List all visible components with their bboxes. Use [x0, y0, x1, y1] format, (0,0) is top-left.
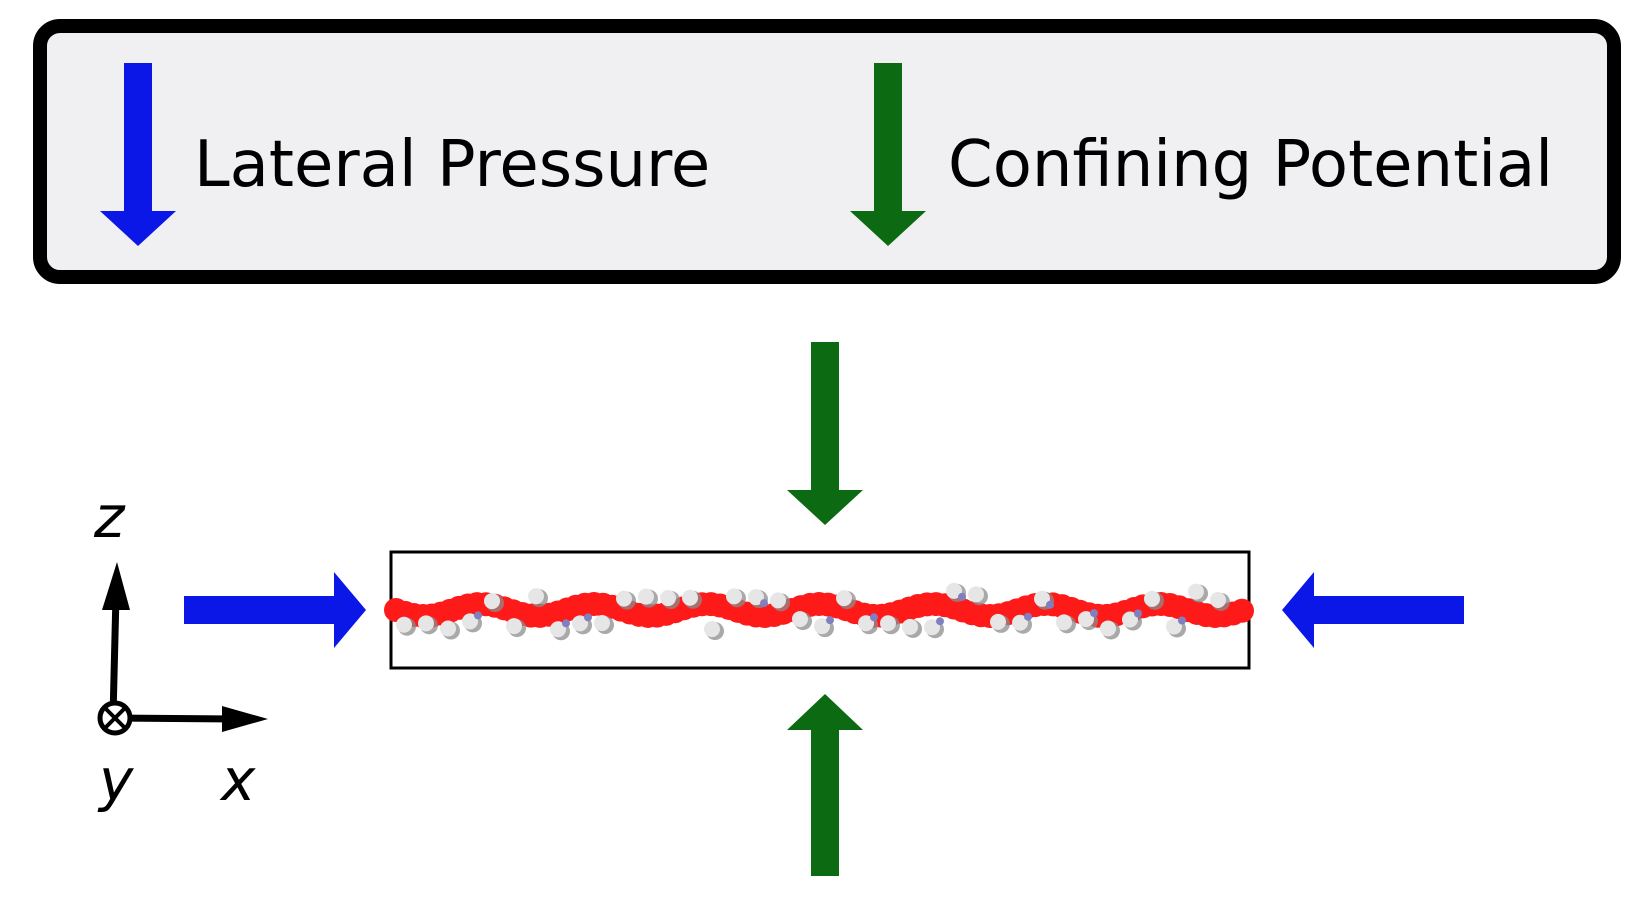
nitrogen-atom [1178, 616, 1186, 625]
side-atom [616, 590, 632, 607]
side-atom [726, 588, 742, 605]
nitrogen-atom [936, 617, 944, 626]
nitrogen-atom [562, 619, 570, 628]
legend-item-confining: Confining Potential [850, 63, 1553, 246]
side-atom [1144, 590, 1160, 607]
side-atom [418, 615, 434, 632]
side-atom [528, 588, 544, 605]
y-axis-label: y [97, 746, 134, 814]
side-atom [1056, 614, 1072, 631]
nitrogen-atom [870, 613, 878, 622]
down-arrow-icon [850, 63, 926, 246]
side-atom [792, 611, 808, 628]
side-atom [462, 613, 478, 630]
legend-label-confining: Confining Potential [948, 128, 1553, 202]
nitrogen-atom [1134, 609, 1142, 618]
nitrogen-atom [958, 592, 966, 601]
side-atom [1078, 611, 1094, 628]
side-atom [660, 590, 676, 607]
side-atom [990, 613, 1006, 630]
side-atom [770, 592, 786, 609]
axes-indicator: z y x [93, 483, 268, 814]
side-atom [594, 615, 610, 632]
down-arrow-icon [100, 63, 176, 246]
side-atom [1210, 591, 1226, 608]
nitrogen-atom [1024, 612, 1032, 621]
legend-label-lateral: Lateral Pressure [194, 128, 710, 202]
side-atom [1122, 611, 1138, 628]
nitrogen-atom [826, 616, 834, 625]
z-axis-arrow [102, 562, 130, 718]
side-atom [1100, 620, 1116, 637]
side-atom [484, 593, 500, 610]
side-atom [396, 616, 412, 633]
side-atom [704, 621, 720, 638]
side-atom [968, 586, 984, 603]
into-page-circle-x-icon [97, 700, 133, 736]
side-atom [1012, 614, 1028, 631]
legend-item-lateral: Lateral Pressure [100, 63, 710, 246]
side-atom [506, 618, 522, 635]
nitrogen-atom [584, 613, 592, 622]
side-atom [1166, 618, 1182, 635]
side-atom [572, 615, 588, 632]
side-atom [638, 588, 654, 605]
nitrogen-atom [474, 611, 482, 620]
side-atom [924, 619, 940, 636]
side-atom [836, 590, 852, 607]
side-atom [902, 618, 918, 635]
legend-box: Lateral Pressure Confining Potential [33, 19, 1621, 284]
z-axis-label: z [93, 483, 126, 551]
nitrogen-atom [760, 599, 768, 608]
nitrogen-atom [1046, 600, 1054, 609]
lateral-arrow-right [1282, 572, 1464, 648]
x-axis-arrow [115, 706, 268, 732]
side-atom [880, 615, 896, 632]
nitrogen-atom [1090, 609, 1098, 618]
side-atom [858, 615, 874, 632]
confining-arrow-top [787, 342, 863, 525]
side-atom [748, 589, 764, 606]
side-atom [814, 618, 830, 635]
side-atom [1034, 590, 1050, 607]
lateral-arrow-left [184, 572, 366, 648]
molecular-chain [384, 582, 1254, 641]
backbone-bead [1230, 598, 1254, 623]
x-axis-label: x [219, 746, 256, 814]
side-atom [682, 589, 698, 606]
side-atom [946, 582, 962, 599]
confining-arrow-bottom [787, 694, 863, 876]
side-atom [1188, 583, 1204, 600]
side-atom [550, 621, 566, 638]
simulation-box [384, 550, 1254, 670]
legend-frame [33, 19, 1621, 284]
side-atom [440, 620, 456, 637]
